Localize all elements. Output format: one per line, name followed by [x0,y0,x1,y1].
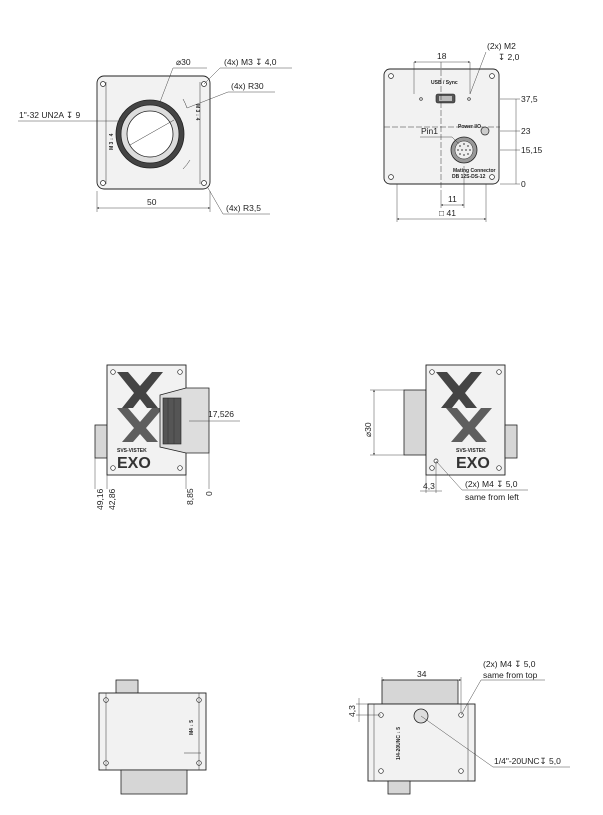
side-view-right: SVS-VISTEK EXO ⌀30 4,3 (2x) M4 ↧ 5,0 sam… [363,364,528,502]
front-screw-label: (4x) M3 ↧ 4,0 [224,57,277,67]
front-side-text-left: M 3 ↓ 4 [109,133,115,150]
side-left-dim-8: 8,85 [185,488,195,505]
rear-mating-text: Mating Connector [453,168,496,174]
side-right-logo: EXO [456,455,490,472]
rear-dim-23: 23 [521,126,531,136]
side-left-logo: EXO [117,455,151,472]
front-diameter-label: ⌀30 [176,57,191,67]
rear-pin-label: Pin1 [421,126,438,136]
front-view: M 3 ↓ 4 M 3 ↓ 4 1"-32 UN2A ↧ 9 ⌀30 (4x) … [18,57,292,215]
screw-hole-tl [100,81,106,87]
side-left-brand: SVS-VISTEK [117,448,147,454]
rear-dim-37: 37,5 [521,94,538,104]
x-logo-lower [117,408,163,442]
front-side-text-right: M 3 ↓ 4 [194,104,200,121]
front-corner-radius-label: (4x) R3,5 [226,203,261,213]
side-right-dim-43: 4,3 [423,481,435,491]
bottom-view-left: M4 ↓ 5 [98,679,207,795]
rear-view: USB / Sync Power I/O Mating Connector DB… [383,41,543,222]
side-right-brand: SVS-VISTEK [456,448,486,454]
rear-mating-text2: DB 12S-DS-12 [452,174,486,180]
side-right-note: same from left [465,492,519,502]
side-left-dim-49: 49,16 [95,488,105,510]
rear-dim-15: 15,15 [521,145,543,155]
bottom-view-right: 1/4-20UNC ↓ 5 34 (2x) M4 ↧ 5,0 same from… [347,659,570,795]
side-view-left: SVS-VISTEK EXO 17,526 49,16 42,86 8,85 0 [94,364,240,510]
bottom-right-dim-34: 34 [417,669,427,679]
rear-dim-18: 18 [437,51,447,61]
rear-dim-11: 11 [448,194,457,204]
front-thread-label: 1"-32 UN2A ↧ 9 [19,110,80,120]
side-right-diameter: ⌀30 [363,422,373,437]
screw-hole-br [201,180,207,186]
bottom-right-screw-label: (2x) M4 ↧ 5,0 [483,659,536,669]
front-width-label: 50 [147,197,157,207]
bottom-right-note: same from top [483,670,538,680]
rear-screw-label: (2x) M2 [487,41,516,51]
rear-body [383,68,500,185]
rear-dim-41: □ 41 [439,208,456,218]
rear-usb-text: USB / Sync [431,80,458,86]
side-right-screw-label: (2x) M4 ↧ 5,0 [465,479,518,489]
side-left-dim-0: 0 [204,491,214,496]
rear-dim-0: 0 [521,179,526,189]
screw-hole-bl [100,180,106,186]
bottom-right-dim-43: 4,3 [347,705,357,717]
bottom-right-tripod-label: 1/4"-20UNC↧ 5,0 [494,756,561,766]
rear-screw-depth: ↧ 2,0 [498,52,520,62]
side-left-dim-17: 17,526 [208,409,234,419]
front-radius-label: (4x) R30 [231,81,264,91]
bottom-right-text: 1/4-20UNC ↓ 5 [396,727,402,760]
x-logo-upper [117,372,163,408]
status-led [480,126,490,136]
sensor-opening [126,110,174,158]
bottom-left-text: M4 ↓ 5 [189,720,195,735]
side-left-dim-42: 42,86 [107,488,117,510]
bottom-left-body [98,692,207,771]
